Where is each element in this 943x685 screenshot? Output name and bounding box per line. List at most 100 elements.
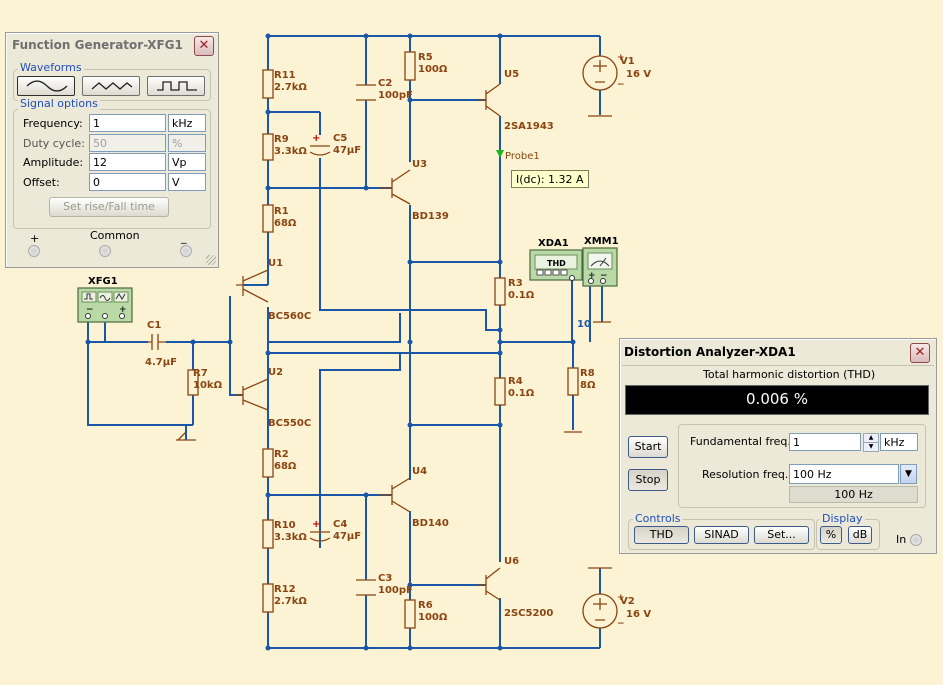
xmm1-label: XMM1	[584, 236, 619, 247]
amplitude-label: Amplitude:	[23, 156, 84, 169]
spin-down-icon[interactable]: ▼	[863, 442, 879, 452]
svg-text:−: −	[617, 80, 625, 90]
r8-name: R8	[580, 368, 595, 379]
u3-model: BD139	[412, 211, 449, 222]
square-wave-icon	[157, 81, 197, 91]
amplitude-input[interactable]: 12	[89, 153, 166, 171]
thd-display-value: 0.006 %	[746, 390, 808, 408]
set-rise-fall-time-button[interactable]: Set rise/Fall time	[49, 197, 169, 217]
r5-value: 100Ω	[418, 64, 448, 75]
triangle-wave-button[interactable]	[82, 76, 140, 96]
function-generator-window[interactable]: Function Generator-XFG1 ✕ Waveforms Sign…	[5, 32, 219, 268]
measurement-label: Total harmonic distortion (THD)	[703, 368, 876, 381]
common-terminal-icon[interactable]	[99, 245, 111, 257]
r7-name: R7	[193, 368, 208, 379]
component-labels: R11 2.7kΩ R9 3.3kΩ R1 68Ω R5 100Ω R3 0.1…	[88, 52, 651, 629]
xmm1-instrument-icon[interactable]: + −	[582, 247, 618, 287]
xda1-instrument-icon[interactable]	[529, 249, 583, 281]
square-wave-button[interactable]	[147, 76, 205, 96]
function-generator-title: Function Generator-XFG1	[12, 38, 183, 52]
frequency-unit-field[interactable]: kHz	[168, 114, 206, 132]
duty-cycle-unit-field[interactable]: %	[168, 134, 206, 152]
r11-value: 2.7kΩ	[274, 82, 307, 93]
u2-name: U2	[268, 367, 283, 378]
fundamental-unit-field[interactable]: kHz	[880, 433, 918, 451]
in-terminal-icon[interactable]	[910, 534, 922, 546]
minus-terminal-icon[interactable]	[180, 245, 192, 257]
r10-value: 3.3kΩ	[274, 532, 307, 543]
resolution-freq-select[interactable]: 100 Hz	[789, 464, 899, 484]
sine-wave-button[interactable]	[17, 76, 75, 96]
duty-cycle-input[interactable]: 50	[89, 134, 166, 152]
offset-input[interactable]: 0	[89, 173, 166, 191]
xfg1-instrument-icon[interactable]: − +	[77, 287, 133, 323]
transistor-symbols[interactable]	[236, 83, 501, 601]
waveforms-label: Waveforms	[18, 61, 84, 74]
function-generator-close-button[interactable]: ✕	[194, 36, 214, 56]
fundamental-freq-label: Fundamental freq.	[690, 435, 791, 448]
thd-button[interactable]: THD	[634, 526, 689, 544]
resize-grip-icon[interactable]	[206, 255, 216, 265]
u1-name: U1	[268, 258, 283, 269]
controls-group	[628, 519, 815, 550]
offset-label: Offset:	[23, 176, 60, 189]
net-label: 10	[577, 319, 591, 330]
v1-name: V1	[620, 56, 635, 67]
svg-text:+: +	[312, 519, 320, 530]
r8-value: 8Ω	[580, 380, 596, 391]
u3-name: U3	[412, 159, 427, 170]
r7-value: 10kΩ	[193, 380, 223, 391]
title-separator	[622, 365, 934, 366]
r12-name: R12	[274, 584, 296, 595]
r2-value: 68Ω	[274, 461, 297, 472]
xda1-label: XDA1	[538, 238, 569, 249]
fundamental-freq-spinner[interactable]: ▲ ▼	[863, 433, 879, 452]
terminal-plus-label: +	[30, 232, 40, 245]
db-button[interactable]: dB	[848, 526, 872, 544]
svg-text:+: +	[617, 593, 625, 603]
distortion-analyzer-close-button[interactable]: ✕	[910, 343, 930, 363]
amplitude-unit-field[interactable]: Vp	[168, 153, 206, 171]
r4-name: R4	[508, 376, 523, 387]
r9-name: R9	[274, 134, 289, 145]
distortion-analyzer-titlebar[interactable]: Distortion Analyzer-XDA1 ✕	[620, 339, 936, 363]
function-generator-titlebar[interactable]: Function Generator-XFG1 ✕	[6, 33, 218, 57]
distortion-analyzer-window[interactable]: Distortion Analyzer-XDA1 ✕ Total harmoni…	[619, 338, 937, 554]
terminal-minus-label: _	[181, 231, 187, 244]
probe-marker[interactable]	[496, 150, 504, 158]
svg-text:−: −	[600, 271, 608, 281]
u5-name: U5	[504, 69, 519, 80]
capacitor-symbols[interactable]: + +	[148, 84, 376, 596]
frequency-settings-group	[678, 424, 926, 508]
svg-text:+: +	[617, 53, 625, 63]
dc-voltage-sources[interactable]	[582, 55, 618, 629]
set-button[interactable]: Set...	[754, 526, 809, 544]
plus-terminal-icon[interactable]	[28, 245, 40, 257]
v2-value: 16 V	[626, 609, 651, 620]
display-label: Display	[820, 512, 865, 525]
u1-model: BC560C	[268, 311, 311, 322]
u6-model: 2SC5200	[504, 608, 553, 619]
offset-unit-field[interactable]: V	[168, 173, 206, 191]
thd-display: 0.006 %	[625, 385, 929, 415]
fundamental-freq-input[interactable]: 1	[789, 433, 861, 451]
r4-value: 0.1Ω	[508, 388, 535, 399]
c1-value: 4.7µF	[145, 357, 177, 368]
stop-button[interactable]: Stop	[628, 469, 668, 491]
frequency-input[interactable]: 1	[89, 114, 166, 132]
r1-value: 68Ω	[274, 218, 297, 229]
start-button[interactable]: Start	[628, 436, 668, 458]
xfg1-label: XFG1	[88, 276, 118, 287]
waveforms-group	[13, 69, 211, 101]
c1-name: C1	[147, 320, 161, 331]
percent-button[interactable]: %	[820, 526, 842, 544]
r2-name: R2	[274, 449, 289, 460]
u4-model: BD140	[412, 518, 449, 529]
svg-text:−: −	[86, 305, 94, 315]
sinad-button[interactable]: SINAD	[694, 526, 749, 544]
triangle-wave-icon	[91, 82, 133, 90]
chevron-down-icon[interactable]: ▼	[900, 464, 917, 484]
resistor-symbols[interactable]	[187, 51, 579, 629]
c4-value: 47µF	[333, 531, 361, 542]
